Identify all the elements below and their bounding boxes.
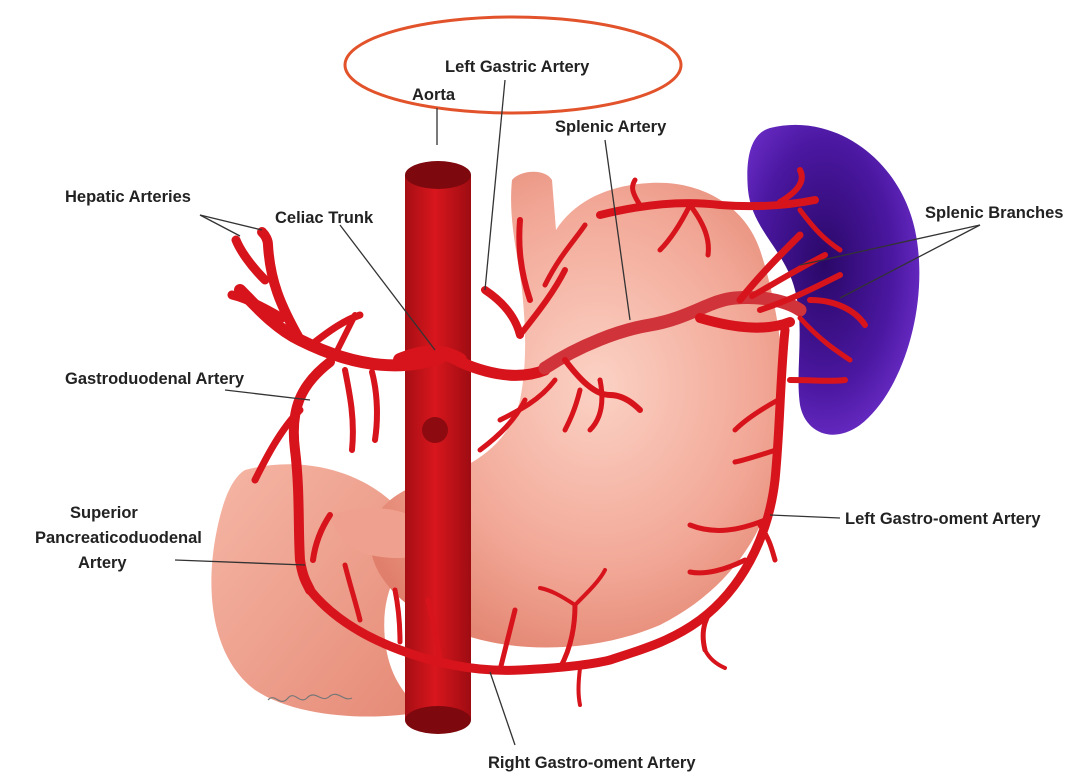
label-splenic-branches: Splenic Branches <box>925 204 1063 222</box>
label-left-gastro-oment-artery: Left Gastro-oment Artery <box>845 510 1041 528</box>
label-hepatic-arteries: Hepatic Arteries <box>65 188 191 206</box>
label-superior-pd-line2: Pancreaticoduodenal <box>35 529 202 547</box>
label-right-gastro-oment-artery: Right Gastro-oment Artery <box>488 754 696 772</box>
label-left-gastric-artery: Left Gastric Artery <box>445 58 590 76</box>
label-splenic-artery: Splenic Artery <box>555 118 667 136</box>
left-gastric-vessel <box>485 290 520 335</box>
label-gastroduodenal-artery: Gastroduodenal Artery <box>65 370 245 388</box>
hepatic-branch-2 <box>236 240 265 280</box>
label-aorta: Aorta <box>412 86 456 104</box>
label-superior-pd-line3: Artery <box>78 554 127 572</box>
label-superior-pd-line1: Superior <box>70 504 138 522</box>
label-celiac-trunk: Celiac Trunk <box>275 209 374 227</box>
